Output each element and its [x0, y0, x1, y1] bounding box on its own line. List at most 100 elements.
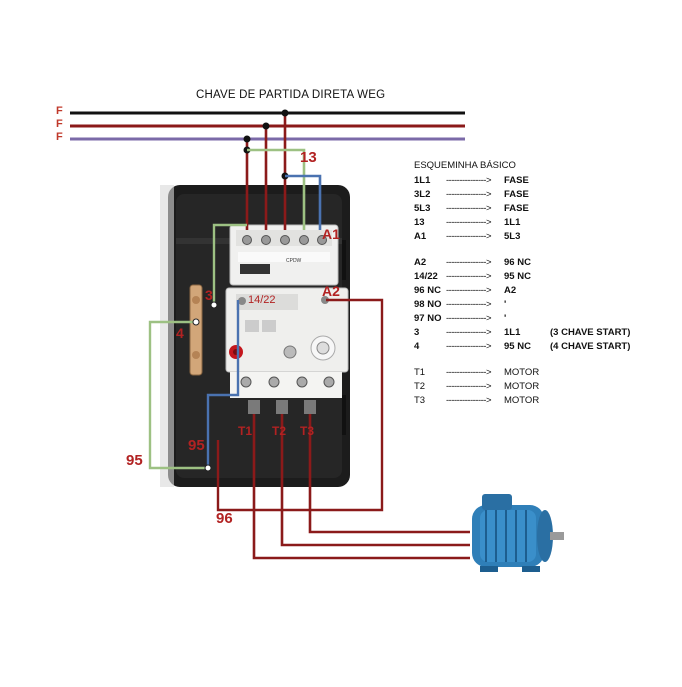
wire-4-95-green: [148, 320, 208, 470]
legend-row: 4 ---------------> 95 NC (4 CHAVE START): [414, 341, 674, 355]
legend-from: 14/22: [414, 271, 438, 282]
label-a1: A1: [322, 226, 340, 242]
phase-label-3: F: [56, 131, 63, 143]
start-switch: [189, 284, 203, 376]
label-3: 3: [205, 287, 213, 303]
contactor-label: CPDW: [286, 258, 302, 264]
label-t1: T1: [238, 424, 253, 438]
label-95-outer: 95: [126, 452, 143, 469]
legend-from: 4: [414, 341, 420, 352]
output-terminals: [248, 400, 316, 414]
legend-row: 1L1 ---------------> FASE: [414, 175, 674, 189]
legend-arrow: --------------->: [446, 203, 492, 214]
legend-row: 13 ---------------> 1L1: [414, 217, 674, 231]
legend-from: T1: [414, 367, 426, 378]
legend-arrow: --------------->: [446, 271, 492, 282]
wire-3-green: [212, 223, 247, 305]
diagram-title: CHAVE DE PARTIDA DIRETA WEG: [196, 89, 386, 101]
legend-arrow: --------------->: [446, 381, 492, 392]
junction-95: [204, 464, 212, 472]
legend-to: A2: [504, 285, 517, 296]
label-13: 13: [300, 149, 317, 166]
junction-dot: [281, 109, 289, 117]
motor-lead-t1: [252, 414, 470, 560]
wire-95-blue: [206, 300, 240, 468]
legend-from: 1L1: [414, 175, 431, 186]
legend-to: 1L1: [504, 217, 521, 228]
legend-row: 98 NO ---------------> ': [414, 299, 674, 313]
legend-note: (3 CHAVE START): [550, 327, 631, 338]
label-96: 96: [216, 510, 233, 527]
legend-to: 96 NC: [504, 257, 531, 268]
legend-arrow: --------------->: [446, 367, 492, 378]
legend-from: 97 NO: [414, 313, 442, 324]
motor: [472, 494, 564, 572]
legend-panel: ESQUEMINHA BÁSICO 1L1 ---------------> FAS…: [414, 160, 674, 409]
legend-to: 1L1: [504, 327, 521, 338]
legend-row: A1 ---------------> 5L3: [414, 231, 674, 245]
legend-to: 95 NC: [504, 341, 531, 352]
legend-from: T2: [414, 381, 426, 392]
legend-from: 5L3: [414, 203, 431, 214]
legend-from: 96 NC: [414, 285, 441, 296]
legend-row: T2 ---------------> MOTOR: [414, 381, 674, 395]
legend-to: 95 NC: [504, 271, 531, 282]
legend-group-3: T1 ---------------> MOTOR T2 ---------------…: [414, 367, 674, 409]
legend-row: 96 NC ---------------> A2: [414, 285, 674, 299]
legend-from: A2: [414, 257, 427, 268]
label-95-inner: 95: [188, 437, 205, 454]
switch-terminal-4: [192, 318, 200, 326]
legend-to: ': [504, 299, 507, 310]
label-t2: T2: [272, 424, 287, 438]
legend-from: 3: [414, 327, 420, 338]
legend-note: (4 CHAVE START): [550, 341, 631, 352]
legend-arrow: --------------->: [446, 327, 492, 338]
legend-arrow: --------------->: [446, 395, 492, 406]
legend-heading: ESQUEMINHA BÁSICO: [414, 160, 516, 171]
phase-label-1: F: [56, 105, 63, 117]
legend-to: FASE: [504, 189, 529, 200]
legend-row: T3 ---------------> MOTOR: [414, 395, 674, 409]
overload-relay: [225, 287, 349, 398]
legend-to: ': [504, 313, 507, 324]
legend-row: 97 NO--------------->': [414, 313, 674, 327]
legend-from: 3L2: [414, 189, 431, 200]
label-4: 4: [176, 325, 184, 341]
label-t3: T3: [300, 424, 315, 438]
legend-from: 98 NO: [414, 299, 442, 310]
legend-to: 5L3: [504, 231, 521, 242]
wire-a1-blue: [285, 174, 322, 230]
wire-13-green: [247, 148, 306, 230]
legend-arrow: --------------->: [446, 299, 492, 310]
legend-from: T3: [414, 395, 426, 406]
legend-to: MOTOR: [504, 381, 540, 392]
legend-arrow: --------------->: [446, 231, 492, 242]
junction-dot: [243, 135, 251, 143]
wire-96-a2-red: [216, 298, 384, 512]
legend-to: MOTOR: [504, 367, 540, 378]
legend-row: 3 ---------------> 1L1 (3 CHAVE START): [414, 327, 674, 341]
legend-to: FASE: [504, 175, 529, 186]
legend-row: A2--------------->96 NC: [414, 257, 674, 271]
legend-row: 14/22 ---------------> 95 NC: [414, 271, 674, 285]
label-14-22: 14/22: [248, 294, 276, 306]
motor-lead-t3: [308, 414, 470, 534]
legend-arrow: --------------->: [446, 341, 492, 352]
legend-to: MOTOR: [504, 395, 540, 406]
legend-arrow: --------------->: [446, 217, 492, 228]
legend-from: A1: [414, 231, 427, 242]
phase-drops: [245, 113, 287, 230]
legend-to: FASE: [504, 203, 529, 214]
legend-row: 3L2--------------->FASE: [414, 189, 674, 203]
legend-arrow: --------------->: [446, 285, 492, 296]
legend-from: 13: [414, 217, 425, 228]
legend-arrow: --------------->: [446, 175, 492, 186]
contactor: CPDW: [229, 224, 339, 286]
legend-row: 5L3 ---------------> FASE: [414, 203, 674, 217]
label-a2: A2: [322, 283, 340, 299]
switch-terminal-3: [210, 301, 218, 309]
